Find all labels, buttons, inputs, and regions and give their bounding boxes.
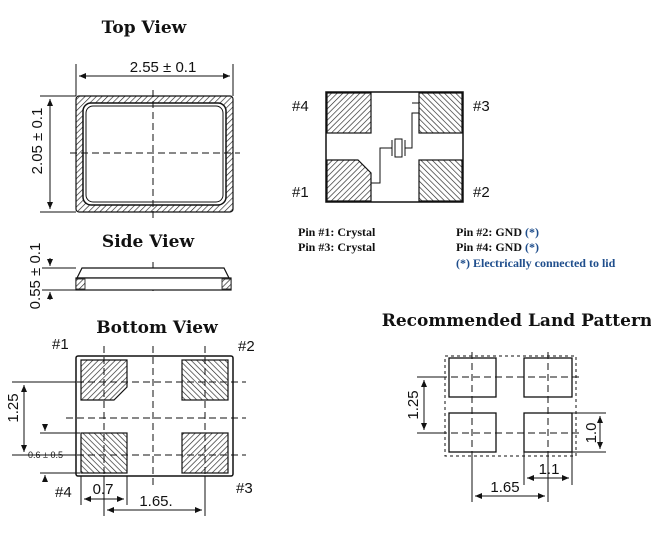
land-pad-height-label: 1.0 <box>583 423 600 444</box>
pin2-text: Pin #2: GND <box>456 225 522 239</box>
land-pad-width-label: 1.1 <box>539 461 560 478</box>
pin2-description: Pin #2: GND (*) <box>456 225 539 239</box>
side-height-label: 0.55 ± 0.1 <box>27 243 44 310</box>
pin4-description: Pin #4: GND (*) <box>456 240 539 254</box>
land-pitch-x-label: 1.65 <box>490 479 519 496</box>
side-height-dimension: 0.55 ± 0.1 <box>27 243 76 310</box>
land-pattern-title: Recommended Land Pattern <box>382 311 651 331</box>
bottom-pad-height-label: 0.6 ± 0.5 <box>28 450 63 460</box>
land-pitch-x-dimension: 1.65 <box>471 458 549 502</box>
pin4-label: #4 <box>292 98 309 115</box>
pin3-description: Pin #3: Crystal <box>298 240 376 254</box>
top-view-title: Top View <box>102 18 187 38</box>
pin4-mark: (*) <box>525 240 539 254</box>
land-pad-height-dimension: 1.0 <box>572 412 606 453</box>
top-height-label: 2.05 ± 0.1 <box>29 108 46 175</box>
bottom-pin1-label: #1 <box>52 336 69 353</box>
pin-diagram <box>325 91 464 203</box>
bottom-pin3-label: #3 <box>236 480 253 497</box>
top-width-dimension: 2.55 ± 0.1 <box>75 59 234 96</box>
pin1-pad <box>326 159 372 202</box>
bottom-pin2-label: #2 <box>238 338 255 355</box>
bottom-pin4-label: #4 <box>55 484 72 501</box>
land-pad-width-dimension: 1.1 <box>523 452 573 485</box>
land-pattern <box>418 352 582 458</box>
pin2-pad <box>418 159 463 202</box>
pin2-label: #2 <box>473 184 490 201</box>
pin3-label: #3 <box>473 98 490 115</box>
bottom-pitch-y-dimension: 1.25 <box>5 381 76 456</box>
lid-note: (*) Electrically connected to lid <box>456 256 616 270</box>
bottom-pitch-y-label: 1.25 <box>5 393 22 422</box>
bottom-pitch-x-dimension: 1.65. <box>103 476 206 516</box>
bottom-view-package <box>66 346 246 486</box>
land-pitch-y-label: 1.25 <box>405 390 422 419</box>
bottom-view-title: Bottom View <box>96 318 218 338</box>
bottom-pad-width-label: 0.7 <box>93 481 114 498</box>
top-width-label: 2.55 ± 0.1 <box>130 59 197 76</box>
pin3-pad <box>418 92 463 134</box>
top-height-dimension: 2.05 ± 0.1 <box>29 95 76 213</box>
top-view-package <box>70 90 240 218</box>
pin4-text: Pin #4: GND <box>456 240 522 254</box>
bottom-pitch-x-label: 1.65. <box>139 493 172 510</box>
land-pitch-y-dimension: 1.25 <box>405 376 445 434</box>
pin4-pad <box>326 92 372 134</box>
side-view-package <box>75 262 232 294</box>
bottom-pad-height-dimension: 0.6 ± 0.5 <box>14 424 80 482</box>
pin2-mark: (*) <box>525 225 539 239</box>
pin1-label: #1 <box>292 184 309 201</box>
side-view-title: Side View <box>102 232 195 252</box>
pin1-description: Pin #1: Crystal <box>298 225 376 239</box>
